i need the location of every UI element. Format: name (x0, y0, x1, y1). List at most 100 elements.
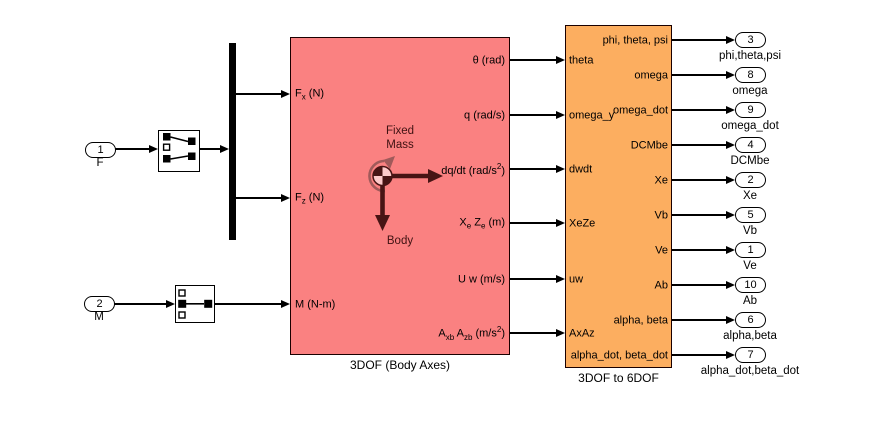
outport-label: Ve (743, 260, 757, 272)
port-label-omega-y: omega_y (569, 109, 615, 122)
signal-line-uw[interactable] (510, 278, 556, 280)
outport-number: 7 (747, 348, 754, 361)
demux-bar[interactable] (229, 43, 236, 240)
signal-line-out[interactable] (672, 74, 726, 76)
port-label-uw: U w (m/s) (457, 273, 505, 286)
port-label-theta-in: theta (569, 54, 594, 67)
port-label-alpha-beta-out: alpha, beta (613, 314, 668, 327)
arrowhead-icon (726, 315, 735, 324)
outport-block-6[interactable]: 6 (735, 312, 766, 328)
outport-label: alpha_dot,beta_dot (700, 365, 800, 377)
arrowhead-icon (149, 144, 158, 153)
three-dof-to-six-dof-block[interactable]: theta omega_y dwdt XeZe uw AxAz phi, the… (565, 25, 672, 368)
outport-label: omega_dot (721, 120, 779, 132)
signal-line-out[interactable] (672, 144, 726, 146)
outport-block-4[interactable]: 4 (735, 137, 766, 153)
port-label-uw-in: uw (569, 273, 584, 286)
port-label-xe-out: Xe (654, 174, 668, 187)
arrowhead-icon (726, 35, 735, 44)
port-label-axaz: Axb Azb (m/s2) (438, 325, 505, 342)
signal-line-out[interactable] (672, 319, 726, 321)
arrowhead-icon (556, 55, 565, 64)
outport-block-1[interactable]: 1 (735, 242, 766, 258)
outport-label: phi,theta,psi (718, 50, 781, 62)
inport-block-2[interactable]: 2 (84, 296, 115, 312)
signal-line-demux-to-fx[interactable] (235, 93, 281, 95)
outport-label: Vb (742, 225, 758, 237)
signal-line-out[interactable] (672, 179, 726, 181)
port-label-dwdt: dwdt (569, 163, 593, 176)
outport-block-9[interactable]: 9 (735, 102, 766, 118)
arrowhead-icon (281, 89, 290, 98)
inport-block-1[interactable]: 1 (85, 142, 116, 158)
outport-block-5[interactable]: 5 (735, 207, 766, 223)
outport-label: Ab (742, 295, 758, 307)
outport-block-10[interactable]: 10 (735, 277, 766, 293)
signal-line-out[interactable] (672, 249, 726, 251)
port-label-xeze-in: XeZe (569, 217, 596, 230)
port-label-fz: Fz (N) (295, 191, 325, 206)
six-dof-block-title: 3DOF to 6DOF (578, 371, 659, 385)
signal-line-q[interactable] (510, 114, 556, 116)
arrowhead-icon (726, 245, 735, 254)
signal-line-xeze[interactable] (510, 222, 556, 224)
signal-line-selector-to-m[interactable] (215, 303, 281, 305)
outport-block-2[interactable]: 2 (735, 172, 766, 188)
arrowhead-icon (726, 105, 735, 114)
arrowhead-icon (726, 210, 735, 219)
port-label-fx: Fx (N) (295, 87, 325, 102)
rotation-arc-icon (368, 159, 386, 193)
arrowhead-icon (726, 70, 735, 79)
signal-line-demux-to-fz[interactable] (235, 197, 281, 199)
arrowhead-icon (166, 299, 175, 308)
fixed-mass-label-line1: Fixed (385, 125, 415, 137)
outport-label: DCMbe (730, 155, 770, 167)
selector-icon (178, 289, 213, 319)
port-label-omega-out: omega (634, 69, 668, 82)
inport-1-number: 1 (97, 143, 104, 156)
fixed-mass-label-line2: Mass (386, 139, 414, 151)
center-of-gravity-axes-icon (368, 156, 443, 231)
signal-line-out[interactable] (672, 284, 726, 286)
selector-block-2[interactable] (175, 285, 215, 323)
outport-block-3[interactable]: 3 (735, 32, 766, 48)
signal-line-dqdt[interactable] (510, 168, 556, 170)
signal-line-selector-to-demux[interactable] (200, 148, 220, 150)
selector-block-1[interactable] (158, 130, 200, 172)
outport-number: 1 (747, 243, 754, 256)
arrowhead-icon (556, 274, 565, 283)
signal-line-out[interactable] (672, 354, 726, 356)
outport-block-7[interactable]: 7 (735, 347, 766, 363)
outport-label: Xe (742, 190, 758, 202)
arrowhead-icon (726, 175, 735, 184)
arrowhead-icon (281, 299, 290, 308)
outport-number: 5 (747, 208, 754, 221)
arrowhead-icon (220, 144, 229, 153)
signal-line-m-to-selector[interactable] (114, 303, 166, 305)
three-dof-body-axes-block[interactable]: Fx (N) Fz (N) M (N-m) θ (rad) q (rad/s) … (290, 37, 510, 355)
inport-2-number: 2 (96, 297, 103, 310)
signal-line-f-to-selector[interactable] (115, 148, 150, 150)
signal-line-out[interactable] (672, 39, 726, 41)
port-label-ab-out: Ab (654, 279, 668, 292)
outport-block-8[interactable]: 8 (735, 67, 766, 83)
port-label-theta-rad: θ (rad) (472, 54, 505, 67)
signal-line-out[interactable] (672, 109, 726, 111)
port-label-q: q (rad/s) (464, 109, 505, 122)
port-label-m: M (N-m) (295, 298, 336, 311)
signal-line-axaz[interactable] (510, 332, 556, 334)
inport-1-label: F (96, 157, 104, 169)
rotation-arrowhead-icon (383, 156, 395, 169)
signal-line-theta[interactable] (510, 59, 556, 61)
arrowhead-icon (726, 350, 735, 359)
outport-number: 3 (747, 33, 754, 46)
inport-2-label: M (94, 311, 104, 323)
signal-line-out[interactable] (672, 214, 726, 216)
outport-number: 4 (747, 138, 754, 151)
port-label-dqdt: dq/dt (rad/s2) (441, 162, 505, 177)
outport-number: 2 (747, 173, 754, 186)
arrowhead-icon (556, 218, 565, 227)
outport-number: 6 (747, 313, 754, 326)
port-label-xeze: Xe Ze (m) (459, 216, 505, 231)
